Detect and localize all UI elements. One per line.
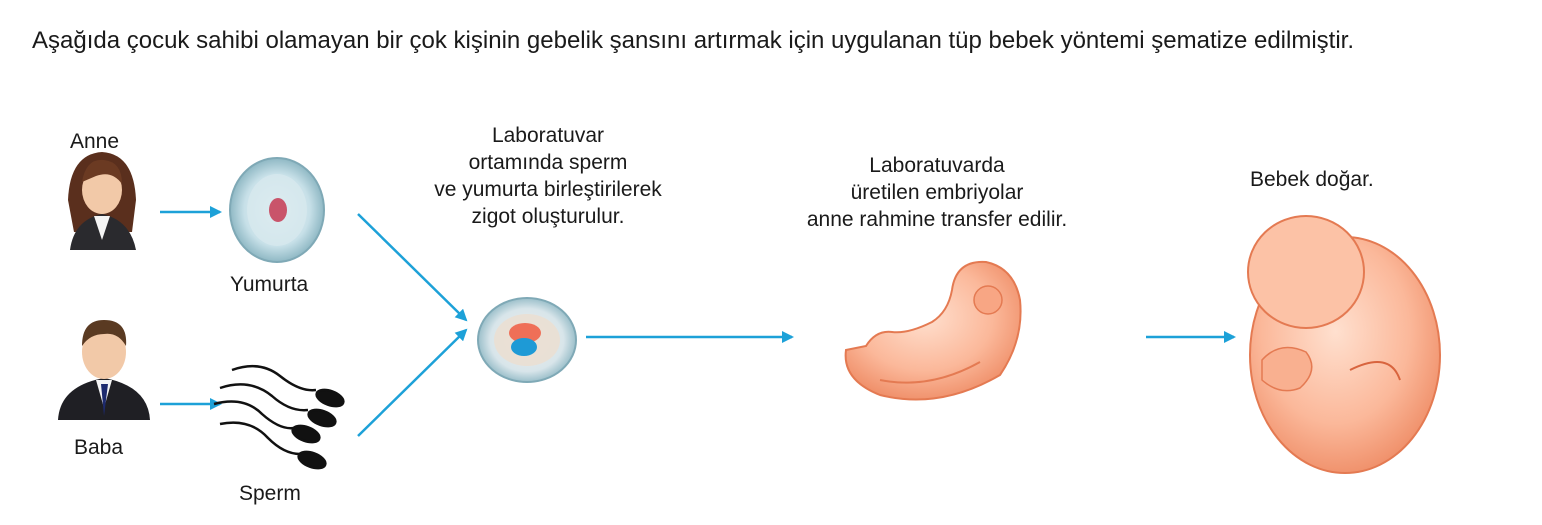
egg-label: Yumurta bbox=[230, 273, 309, 296]
step1-caption: Laboratuvar ortamında sperm ve yumurta b… bbox=[400, 122, 696, 230]
step2-caption: Laboratuvarda üretilen embriyolar anne r… bbox=[768, 152, 1106, 233]
step1-line: Laboratuvar bbox=[491, 124, 605, 147]
question-text: Aşağıda çocuk sahibi olamayan bir çok ki… bbox=[32, 27, 1354, 54]
step1-line: zigot oluşturulur. bbox=[471, 205, 625, 228]
mother-label: Anne bbox=[70, 130, 120, 153]
step2-line: Laboratuvarda bbox=[869, 154, 1005, 177]
fetus-icon bbox=[1247, 215, 1441, 474]
arrow-sperm-to-zygote bbox=[357, 328, 468, 437]
step3-caption: Bebek doğar. bbox=[1250, 168, 1374, 191]
embryo-icon bbox=[844, 260, 1022, 401]
mother-icon bbox=[68, 152, 136, 250]
father-label: Baba bbox=[74, 436, 124, 459]
sperm-label: Sperm bbox=[239, 482, 301, 505]
father-icon bbox=[58, 320, 150, 420]
sperm-icon bbox=[213, 364, 345, 470]
step2-line: üretilen embriyolar bbox=[850, 181, 1024, 204]
step2-line: anne rahmine transfer edilir. bbox=[806, 208, 1068, 231]
zygote-icon bbox=[477, 297, 577, 383]
egg-icon bbox=[229, 157, 325, 263]
arrow-egg-to-zygote bbox=[357, 213, 468, 322]
step1-line: ve yumurta birleştirilerek bbox=[434, 178, 662, 201]
step1-line: ortamında sperm bbox=[468, 151, 628, 174]
